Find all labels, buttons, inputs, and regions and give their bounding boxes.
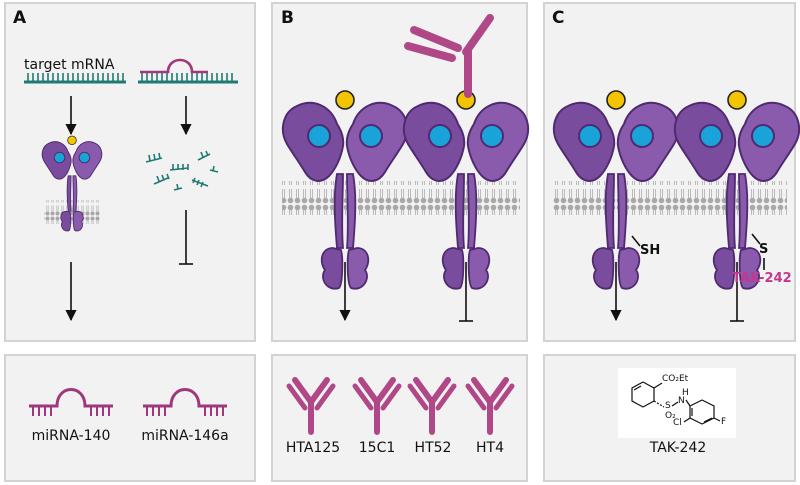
atom-h: H — [682, 388, 689, 398]
atom-cl: Cl — [673, 418, 682, 428]
panel-label-c: C — [552, 8, 565, 28]
mirna-140-hairpin — [27, 388, 115, 418]
tak242-compound-label: TAK-242 — [649, 440, 707, 456]
sh-group-label: SH — [640, 243, 661, 258]
inhibit-c — [730, 262, 744, 322]
atom-co2et: CO₂Et — [662, 374, 689, 384]
atom-n: N — [678, 396, 685, 406]
mirna-bound-mrna — [138, 58, 238, 84]
target-mrna-strand — [24, 73, 126, 84]
antibody-label-hta125: HTA125 — [285, 440, 341, 456]
sh-bond — [631, 235, 641, 247]
antibody-hta125 — [289, 380, 333, 432]
mirna-140-label: miRNA-140 — [31, 428, 111, 444]
atom-s: S — [665, 401, 671, 411]
membrane-a — [44, 200, 100, 224]
target-mrna-label: target mRNA — [24, 57, 115, 73]
inhibit-b — [459, 262, 473, 322]
s-bond — [751, 233, 761, 245]
tak242-bound-label: TAK-242 — [732, 271, 792, 286]
s-group-label: S — [759, 242, 769, 257]
tak242-structure — [618, 368, 736, 438]
antibody-label-ht4: HT4 — [476, 440, 504, 456]
mirna-146a-hairpin — [141, 388, 229, 418]
panel-label-b: B — [281, 8, 294, 28]
antibody-label-15c1: 15C1 — [358, 440, 396, 456]
mirna-146a-label: miRNA-146a — [141, 428, 229, 444]
antibody-ht52 — [410, 380, 454, 432]
panel-a-top — [4, 2, 256, 342]
antibody-ht4 — [468, 380, 512, 432]
atom-f: F — [721, 417, 727, 427]
inhibit-a — [179, 210, 193, 265]
membrane-c — [553, 181, 787, 215]
panel-label-a: A — [13, 8, 27, 28]
atom-o2: O₂ — [665, 411, 676, 421]
antibody-b — [404, 14, 494, 98]
antibody-label-ht52: HT52 — [414, 440, 452, 456]
mrna-fragments — [145, 150, 219, 191]
panel-a-bottom — [4, 354, 256, 482]
membrane-b — [282, 181, 520, 215]
antibody-15c1 — [355, 380, 399, 432]
